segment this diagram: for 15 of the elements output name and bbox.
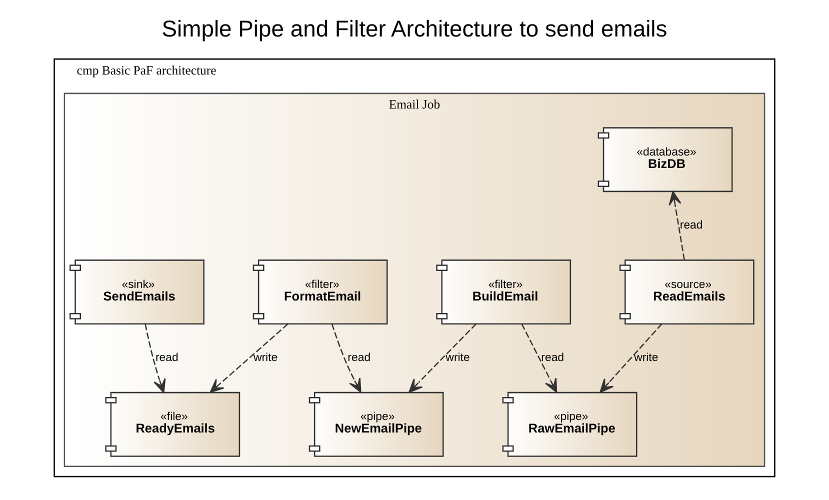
arrow	[521, 324, 558, 393]
edge-label: read	[348, 352, 371, 364]
edge-label: read	[680, 220, 703, 232]
arrow	[210, 324, 288, 393]
edge-label: read	[541, 352, 564, 364]
arrow	[600, 324, 662, 393]
arrow	[668, 191, 685, 260]
arrow	[331, 324, 362, 393]
edge-label: read	[155, 352, 178, 364]
diagram-title: Simple Pipe and Filter Architecture to send emails	[162, 16, 668, 42]
edge-label: write	[446, 352, 470, 364]
arrow	[144, 324, 166, 393]
edge-label: write	[634, 352, 658, 364]
arrow	[408, 324, 476, 393]
edge-label: write	[253, 352, 278, 364]
